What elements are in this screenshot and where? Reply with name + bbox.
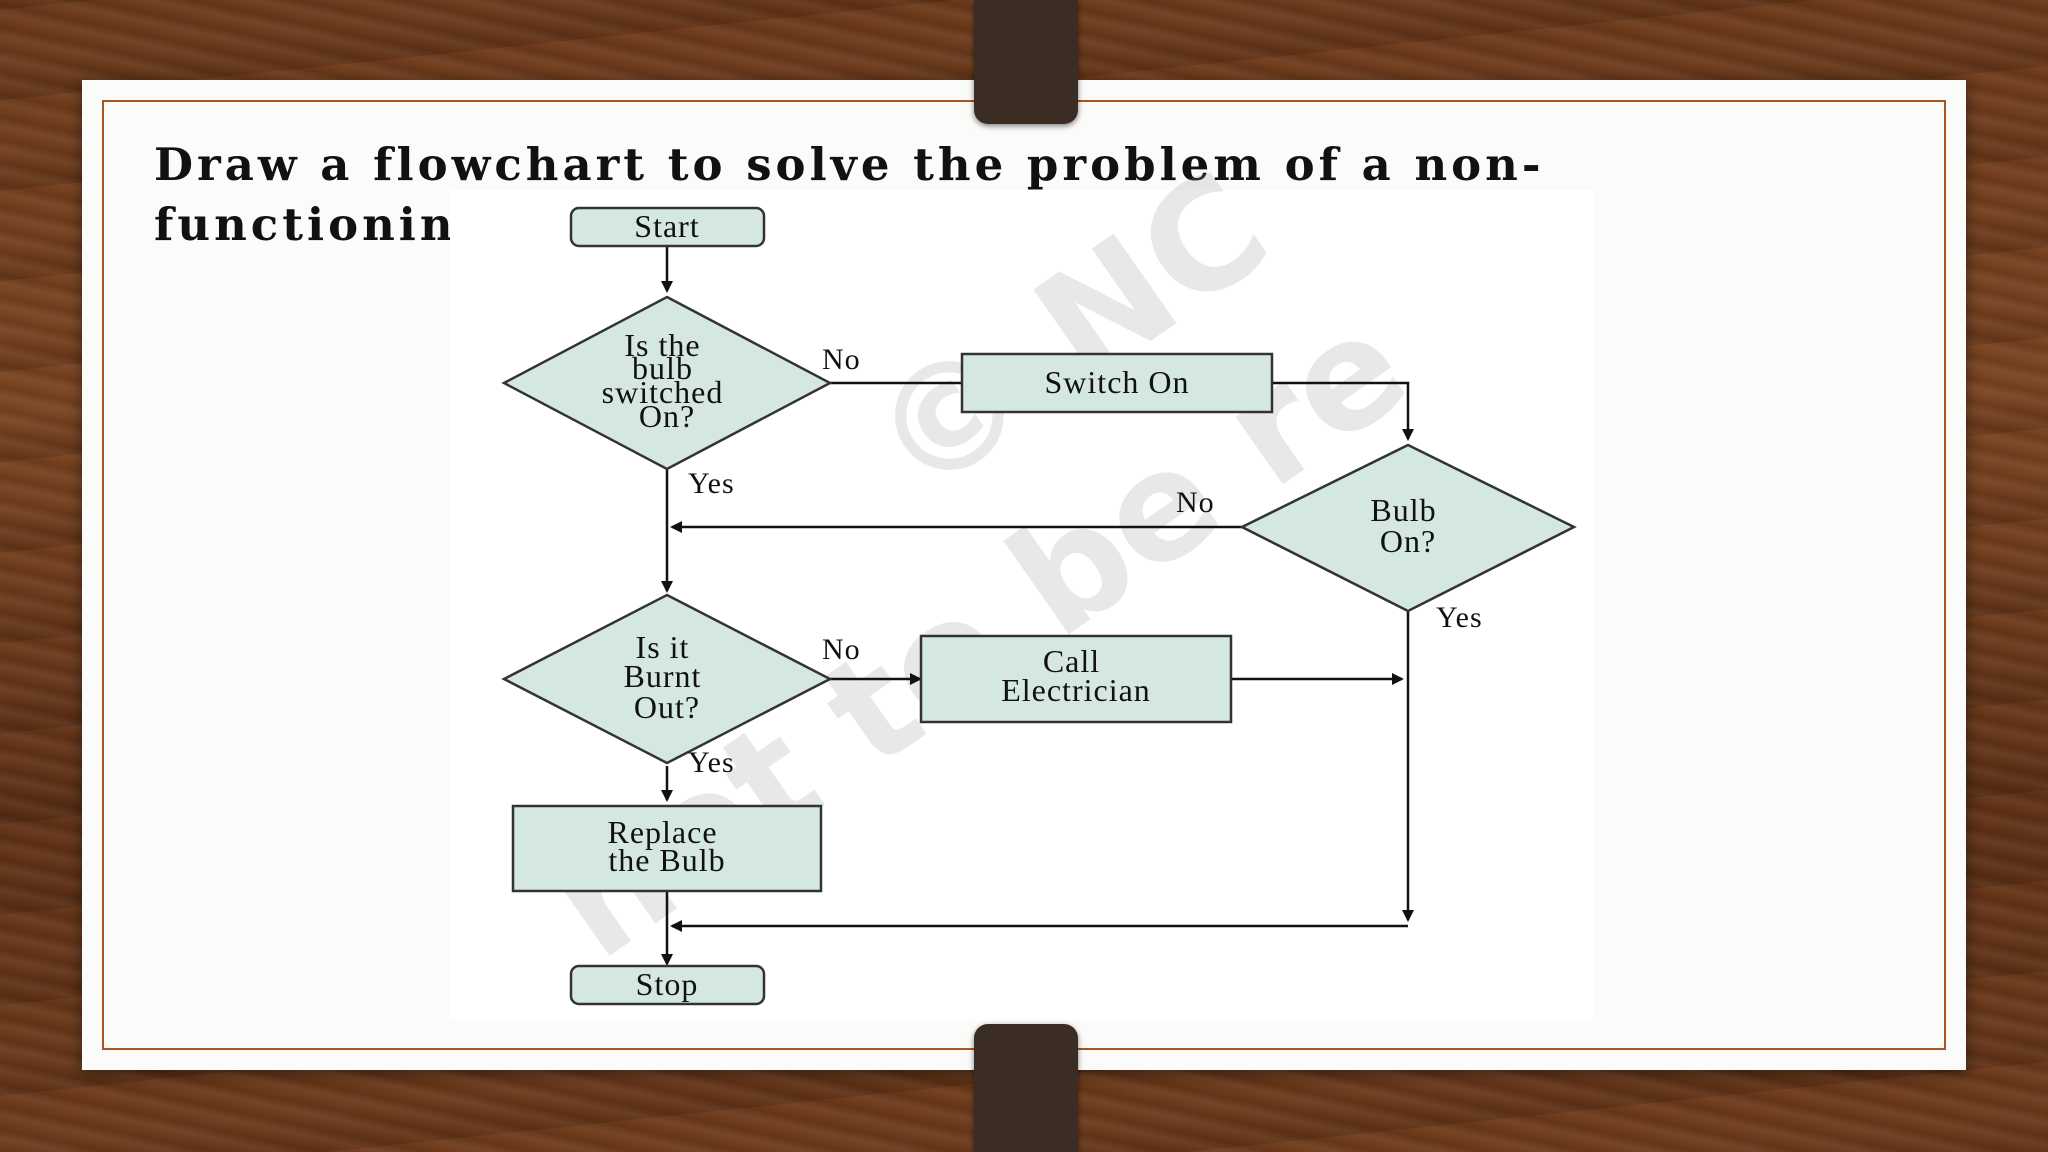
switch-on-label: Switch On xyxy=(1045,364,1190,400)
call-electrician-node: Call Electrician xyxy=(919,634,1233,724)
svg-text:Replace the Bulb: Replace the Bulb xyxy=(607,814,726,878)
switch-on-node: Switch On xyxy=(960,352,1274,414)
binder-clip-bottom xyxy=(974,1024,1078,1152)
decision-switched-on: Is the bulb switched On? xyxy=(501,295,833,471)
decision-burnt-line: Out? xyxy=(634,689,700,725)
replace-bulb-line: Replace xyxy=(607,814,717,850)
decision-switched-line: On? xyxy=(639,398,695,434)
edge-switch-on-to-bulb-on xyxy=(1272,381,1414,441)
decision-burnt-out: Is it Burnt Out? xyxy=(501,593,833,765)
flowchart-image: © NC not to be re Start xyxy=(450,139,1594,1020)
svg-text:Is the bulb sw: Is the bulb switched On? xyxy=(602,327,733,434)
decision-switched-line: Is the xyxy=(624,327,700,363)
binder-clip-top xyxy=(974,0,1078,124)
decision-bulb-on: Bulb On? xyxy=(1239,443,1577,613)
decision-burnt-line: Is it xyxy=(636,629,690,665)
replace-bulb-line: the Bulb xyxy=(608,842,725,878)
start-label: Start xyxy=(634,208,699,244)
call-electrician-line: Call xyxy=(1043,643,1100,679)
replace-bulb-node: Replace the Bulb xyxy=(511,804,823,893)
label-yes-bulb-on: Yes xyxy=(1436,601,1483,634)
label-no-bulb-on: No xyxy=(1176,486,1215,519)
decision-switched-line: switched xyxy=(602,374,724,410)
label-no-switched: No xyxy=(822,343,861,376)
decision-burnt-line: Burnt xyxy=(624,658,702,694)
stop-node: Stop xyxy=(569,964,766,1006)
decision-switched-line: bulb xyxy=(632,350,693,386)
label-yes-switched: Yes xyxy=(688,467,735,500)
label-no-burnt: No xyxy=(822,633,861,666)
decision-bulb-on-line: Bulb xyxy=(1370,492,1436,528)
svg-text:Is it Burnt Ou: Is it Burnt Out? xyxy=(624,629,711,725)
label-yes-burnt: Yes xyxy=(688,746,735,779)
decision-bulb-on-line: On? xyxy=(1380,523,1436,559)
stop-label: Stop xyxy=(636,966,699,1002)
svg-text:Bulb On?: Bulb On? xyxy=(1370,492,1445,559)
start-node: Start xyxy=(569,206,766,248)
svg-text:Call Electrician: Call Electrician xyxy=(1001,643,1151,708)
flowchart-svg: Start Is the bulb switched On? Switch On… xyxy=(501,206,1577,1006)
call-electrician-line: Electrician xyxy=(1001,672,1151,708)
